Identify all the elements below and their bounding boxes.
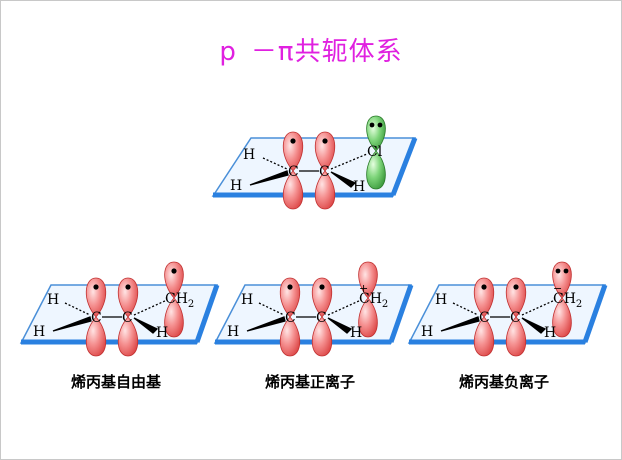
electron-dot: [171, 268, 177, 274]
electron-dot: [377, 122, 383, 128]
electron-dot: [290, 138, 296, 144]
atom-c2: C: [319, 164, 330, 180]
title-rest: 共轭体系: [294, 37, 403, 67]
atom-ch: CH: [553, 291, 576, 307]
atom-c2: C: [510, 310, 521, 326]
p-orbital-c1: [473, 277, 495, 357]
electron-dot: [513, 284, 519, 290]
atom-h-right: H: [156, 325, 168, 341]
p-orbital-c2: [505, 277, 527, 357]
atom-h-right: H: [350, 325, 362, 341]
p-orbital-c3: [164, 261, 184, 338]
atom-h-upper: H: [47, 292, 59, 308]
atom-subscript: 2: [576, 299, 582, 310]
electron-dot: [319, 284, 325, 290]
atom-h-lower: H: [33, 324, 45, 340]
atom-c1: C: [91, 310, 102, 326]
p-orbital-c3: [358, 261, 378, 338]
atom-c2: C: [122, 310, 133, 326]
p-orbital-cl: [366, 115, 386, 190]
page-title: p －π共轭体系: [1, 31, 621, 68]
atom-ch2: CH2: [553, 291, 582, 310]
atom-h-upper: H: [435, 292, 447, 308]
electron-dot: [287, 284, 293, 290]
title-p: p: [219, 37, 237, 67]
atom-h-upper: H: [243, 147, 255, 163]
bonds: [246, 299, 362, 334]
p-orbital-c2: [311, 277, 333, 357]
electron-dot: [125, 284, 131, 290]
atom-ch: CH: [359, 291, 382, 307]
charge-sign: −: [553, 282, 562, 295]
electron-dot: [481, 284, 487, 290]
p-orbital-c1: [85, 277, 107, 357]
electron-dot: [369, 122, 375, 128]
atom-c1: C: [479, 310, 490, 326]
caption-allyl-anion: 烯丙基负离子: [458, 373, 549, 391]
p-orbital-c3: [552, 261, 572, 338]
bonds: [249, 153, 368, 188]
atom-c2: C: [316, 310, 327, 326]
bonds: [52, 299, 168, 334]
atom-h-lower: H: [227, 324, 239, 340]
molecule-vinyl-chloride: H H C C H Cl: [211, 115, 418, 210]
electron-dot: [322, 138, 328, 144]
atom-c1: C: [288, 164, 299, 180]
p-orbital-c1: [282, 131, 304, 210]
charge-sign: +: [359, 282, 368, 295]
atom-subscript: 2: [382, 299, 388, 310]
atom-h-lower: H: [230, 178, 242, 194]
atom-cl: Cl: [367, 144, 383, 160]
p-orbital-c2: [117, 277, 139, 357]
bonds: [440, 299, 556, 334]
caption-allyl-cation: 烯丙基正离子: [264, 373, 355, 391]
atom-ch2: CH2: [165, 291, 194, 310]
atom-ch: CH: [165, 291, 188, 307]
atom-h-upper: H: [241, 292, 253, 308]
title-dash: －: [250, 37, 278, 67]
atom-h-right: H: [353, 179, 365, 195]
caption-allyl-radical: 烯丙基自由基: [70, 373, 161, 391]
p-orbital-c2: [314, 131, 336, 210]
atom-h-lower: H: [421, 324, 433, 340]
electron-dot: [93, 284, 99, 290]
atom-ch2: CH2: [359, 291, 388, 310]
atom-c1: C: [285, 310, 296, 326]
title-pi: π: [277, 37, 295, 67]
p-orbital-c1: [279, 277, 301, 357]
atom-h-right: H: [544, 325, 556, 341]
atom-subscript: 2: [188, 299, 194, 310]
electron-dot: [555, 268, 561, 274]
electron-dot: [563, 268, 569, 274]
